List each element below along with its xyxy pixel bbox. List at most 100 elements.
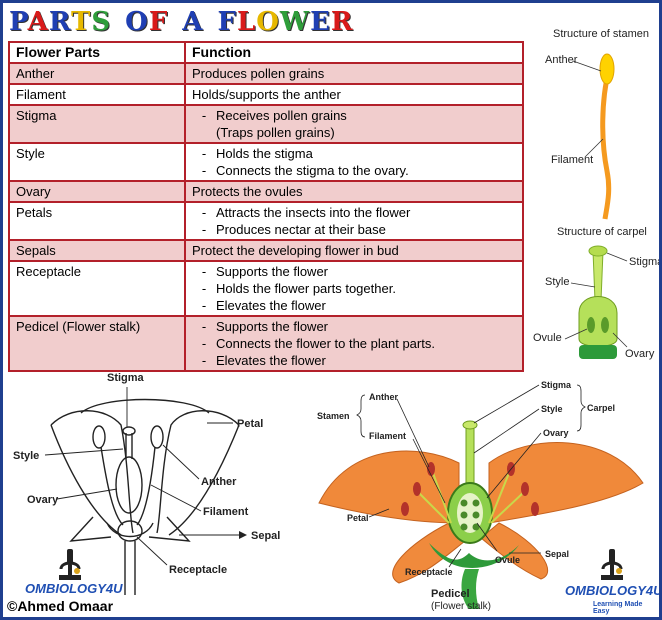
color-ovary-pointer (486, 432, 542, 499)
color-ovule-label: Ovule (495, 555, 520, 565)
color-ovule-4 (472, 511, 480, 519)
color-filament-1 (418, 492, 450, 524)
bullet-dash: - (201, 205, 207, 220)
sketch-ovary-label: Ovary (27, 494, 59, 506)
color-stigma-pointer (473, 384, 540, 424)
function-line: Holds/supports the anther (192, 86, 516, 103)
flower-part-name: Stigma (8, 104, 186, 144)
title-letter: F (148, 7, 169, 37)
carpel-stigma-pointer (606, 252, 628, 262)
carpel-stigma-label: Stigma (629, 256, 659, 268)
sketch-style-pointer (44, 448, 124, 456)
function-line: Protects the ovules (192, 183, 516, 200)
sketch-anther-pointer (162, 444, 200, 480)
flower-part-function: Protects the ovules (184, 180, 524, 203)
title-letter: O (256, 7, 280, 37)
flower-part-name: Style (8, 142, 186, 182)
title-letter: R (330, 7, 354, 37)
sketch-petal-left-outer (50, 424, 122, 536)
function-text: Connects the flower to the plant parts. (216, 336, 435, 351)
sketch-petal-label: Petal (237, 418, 263, 430)
function-line: -Attracts the insects into the flower (192, 204, 516, 221)
color-pedicel-sublabel: (Flower stalk) (431, 601, 491, 612)
bullet-dash: - (201, 298, 207, 313)
bullet-dash: - (201, 264, 207, 279)
function-text: Produces nectar at their base (216, 222, 386, 237)
color-petal-pointer (368, 508, 390, 518)
flower-part-function: -Supports the flower-Connects the flower… (184, 315, 524, 372)
filament-stalk (600, 68, 612, 220)
title-letter: O (125, 7, 149, 37)
color-petal-label: Petal (347, 513, 369, 523)
sketch-filament-label: Filament (203, 506, 249, 518)
color-anther-5 (401, 502, 409, 516)
sketch-petal-right (156, 410, 240, 534)
color-flower-diagram: Stigma Style Ovary Carpel Stamen Anther … (317, 380, 644, 612)
color-anther-2 (427, 462, 435, 476)
header-function: Function (184, 41, 524, 64)
sketch-ovary-shape (115, 456, 143, 514)
title-letter: W (279, 7, 311, 37)
title-letter: P (9, 7, 28, 37)
carpel-ovary-label: Ovary (625, 348, 655, 360)
function-text: Attracts the insects into the flower (216, 205, 411, 220)
function-line: Protect the developing flower in bud (192, 242, 516, 259)
table-row: Receptacle-Supports the flower-Holds the… (8, 260, 524, 317)
function-line: -Connects the flower to the plant parts. (192, 335, 516, 352)
flower-part-function: Holds/supports the anther (184, 83, 524, 106)
sketch-style-label: Style (13, 450, 39, 462)
sketch-anther-label: Anther (201, 476, 237, 488)
bullet-dash: - (201, 163, 207, 178)
color-receptacle-pointer (448, 548, 462, 568)
sketch-ovary-pointer (56, 488, 118, 500)
title-letter: L (236, 7, 257, 37)
color-filament-pointer (412, 438, 446, 504)
color-stamen-label: Stamen (317, 411, 350, 421)
sketch-petal-back (80, 398, 210, 414)
color-petal-left (318, 450, 460, 524)
function-text: Holds/supports the anther (192, 87, 341, 102)
sketch-filament-pointer (150, 484, 202, 512)
logo-left-text: OMBIOLOGY4U (25, 581, 123, 596)
color-filament-label: Filament (369, 431, 406, 441)
sketch-anther-left (92, 425, 106, 449)
table-row: Filament Holds/supports the anther (8, 83, 524, 106)
function-line: -Supports the flower (192, 263, 516, 280)
page-title: PARTS OF A FLOWER (9, 5, 354, 39)
flower-part-name: Filament (8, 83, 186, 106)
flower-part-name: Petals (8, 201, 186, 241)
color-style-label: Style (541, 404, 563, 414)
flower-part-function: -Receives pollen grains(Traps pollen gra… (184, 104, 524, 144)
color-filament-4 (490, 492, 524, 524)
carpel-stigma-shape (588, 245, 608, 257)
carpel-ovary-pointer (612, 332, 628, 348)
title-letter: S (91, 7, 112, 37)
color-carpel-label: Carpel (587, 403, 615, 413)
function-text: Holds the flower parts together. (216, 281, 396, 296)
sketch-filament-left (100, 446, 124, 526)
color-anther-label: Anther (369, 392, 398, 402)
table-row: Stigma-Receives pollen grains(Traps poll… (8, 104, 524, 144)
filament-pointer (584, 138, 604, 158)
flower-part-name: Pedicel (Flower stalk) (8, 315, 186, 372)
function-line: (Traps pollen grains) (192, 124, 516, 141)
color-sepal-label: Sepal (545, 549, 569, 559)
sketch-sepal-right (148, 516, 191, 542)
carpel-style-label: Style (545, 276, 569, 288)
flower-part-function: -Supports the flower-Holds the flower pa… (184, 260, 524, 317)
bullet-dash: - (201, 281, 207, 296)
color-anther-1 (413, 482, 421, 496)
bullet-dash: - (201, 108, 207, 123)
stamen-diagram: Structure of stamen Anther Filament (545, 28, 649, 220)
flower-part-name: Ovary (8, 180, 186, 203)
stamen-brace (356, 394, 366, 438)
anther-shape (599, 53, 615, 85)
flower-part-function: -Holds the stigma-Connects the stigma to… (184, 142, 524, 182)
function-line: -Holds the flower parts together. (192, 280, 516, 297)
bullet-dash: - (201, 222, 207, 237)
sketch-anther-right (150, 425, 164, 449)
carpel-brace (576, 384, 586, 432)
